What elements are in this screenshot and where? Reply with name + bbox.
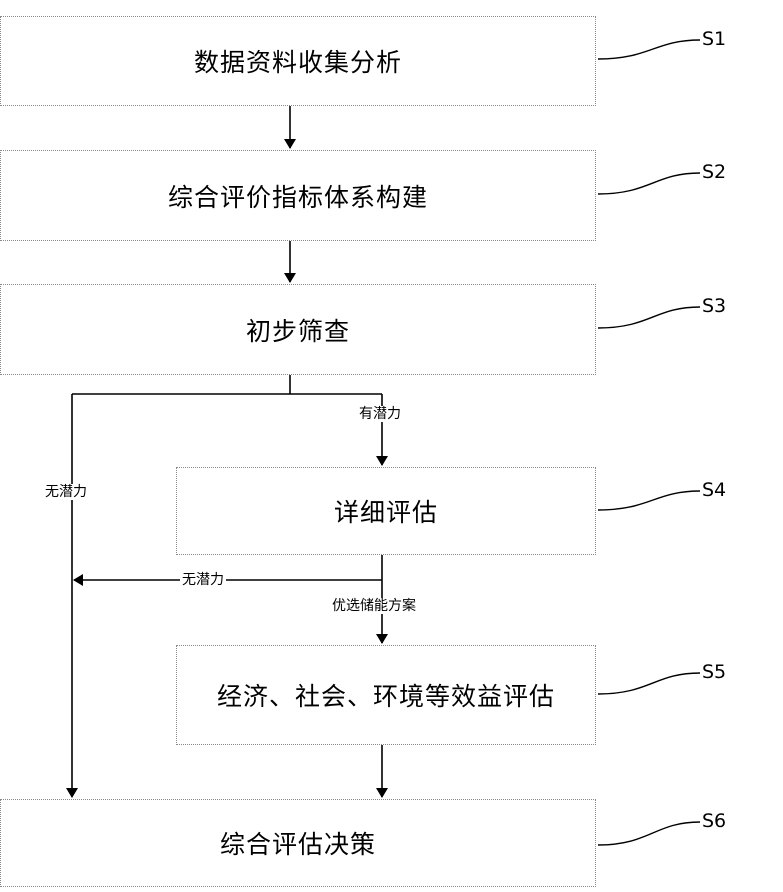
step-box-s3: 初步筛查 (0, 284, 596, 375)
step-label-s5: 经济、社会、环境等效益评估 (217, 677, 555, 713)
step-id-s1: S1 (702, 28, 726, 50)
edge-label-no-potential-left: 无潜力 (43, 484, 89, 500)
edge-label-has-potential: 有潜力 (357, 406, 403, 422)
step-label-s4: 详细评估 (334, 493, 438, 529)
leader-s2 (598, 173, 700, 194)
step-label-s2: 综合评价指标体系构建 (168, 178, 428, 214)
step-id-s4: S4 (702, 479, 726, 501)
step-id-s6: S6 (702, 810, 726, 832)
step-label-s3: 初步筛查 (246, 312, 350, 348)
leader-s4 (598, 491, 700, 510)
leader-s3 (598, 307, 700, 328)
leader-s1 (598, 40, 700, 59)
edge-label-no-potential-mid: 无潜力 (180, 572, 226, 588)
step-box-s2: 综合评价指标体系构建 (0, 150, 596, 241)
step-box-s6: 综合评估决策 (0, 799, 596, 887)
step-box-s1: 数据资料收集分析 (0, 16, 596, 106)
step-id-s2: S2 (702, 161, 726, 183)
step-label-s6: 综合评估决策 (220, 825, 376, 861)
step-label-s1: 数据资料收集分析 (194, 43, 402, 79)
step-id-s3: S3 (702, 295, 726, 317)
edge-label-optimal-plan: 优选储能方案 (330, 598, 418, 614)
leader-s5 (598, 673, 700, 694)
step-box-s4: 详细评估 (176, 467, 596, 555)
step-id-s5: S5 (702, 661, 726, 683)
step-box-s5: 经济、社会、环境等效益评估 (176, 645, 596, 745)
leader-s6 (598, 822, 700, 845)
